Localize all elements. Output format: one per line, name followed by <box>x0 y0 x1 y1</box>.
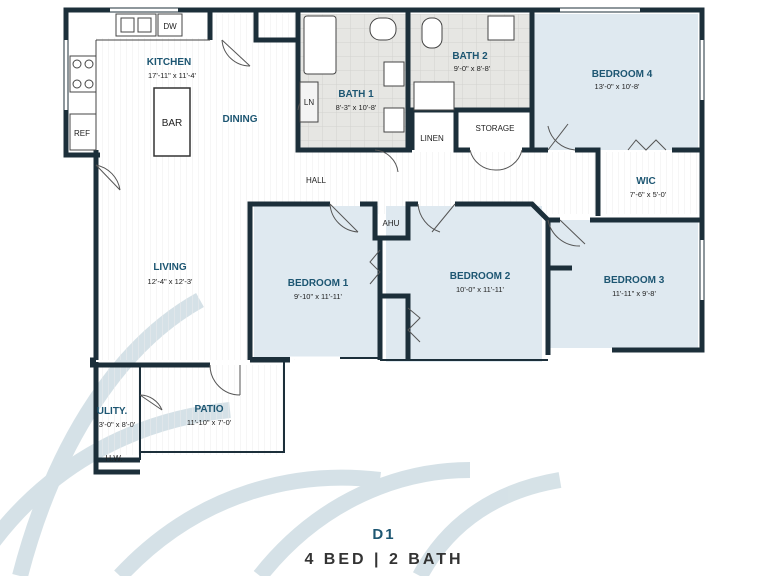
ln-label: LN <box>304 98 314 107</box>
closet-doors <box>369 139 667 343</box>
walls <box>63 7 705 475</box>
hw-label: H.W. <box>105 454 122 463</box>
dishwasher <box>157 13 183 37</box>
bedroom-1-dim: 9'-10" x 11'-11' <box>294 292 343 301</box>
unit-code: D1 <box>372 526 396 543</box>
kitchen-bar-island <box>153 87 191 157</box>
living-dim: 12'-4" x 12'-3' <box>148 277 193 286</box>
floor-areas <box>96 14 698 455</box>
bedroom-2-name: BEDROOM 2 <box>450 271 511 282</box>
bedroom-3-dim: 11'-11" x 9'-8' <box>612 289 656 298</box>
kitchen-fixtures <box>69 13 210 157</box>
unit-summary: 4 BED | 2 BATH <box>304 551 464 568</box>
bedroom-4-name: BEDROOM 4 <box>592 69 653 80</box>
kitchen-dim: 17'-11" x 11'-4' <box>148 71 197 80</box>
shower-bath-2 <box>413 81 455 111</box>
refrigerator <box>69 113 97 151</box>
wic-name: WIC <box>636 176 655 187</box>
kitchen-name: KITCHEN <box>147 57 191 68</box>
bath-2-name: BATH 2 <box>452 51 488 62</box>
room-labels: KITCHEN 17'-11" x 11'-4' BAR DINING LIVI… <box>97 51 667 429</box>
dw-label: DW <box>163 22 177 31</box>
utility-dim: 3'-0" x 8'-0' <box>99 420 136 429</box>
bath-fixtures <box>299 15 515 133</box>
bar-name: BAR <box>162 118 183 129</box>
patio-name: PATIO <box>194 404 223 415</box>
windows <box>64 8 704 360</box>
wic-dim: 7'-6" x 5'-0' <box>630 190 667 199</box>
door-swings <box>95 39 586 411</box>
ref-label: REF <box>74 129 90 138</box>
bath-1-dim: 8'-3" x 10'-8' <box>336 103 377 112</box>
bedroom-3-floor <box>546 220 698 348</box>
bedroom-3-name: BEDROOM 3 <box>604 275 665 286</box>
dining-name: DINING <box>223 114 258 125</box>
ahu-label: AHU <box>383 219 400 228</box>
thin-walls <box>139 357 548 460</box>
sink-bath-1-lower <box>383 107 405 133</box>
toilet-bath-2 <box>421 17 443 49</box>
bedroom-4-dim: 13'-0" x 10'-8' <box>595 82 640 91</box>
fixture-labels: DW REF LN LINEN STORAGE HALL AHU H.W. <box>74 22 514 463</box>
storage-label: STORAGE <box>476 124 515 133</box>
toilet-bath-1 <box>369 17 397 41</box>
bathtub <box>303 15 337 75</box>
linen-niche <box>299 81 319 123</box>
utility-name: ULITY. <box>97 406 128 417</box>
bedroom-4-floor <box>532 14 698 150</box>
living-name: LIVING <box>153 262 187 273</box>
bath-2-dim: 9'-0" x 8'-8' <box>454 64 491 73</box>
bath-1-name: BATH 1 <box>338 89 374 100</box>
bedroom-2-dim: 10'-0" x 11'-11' <box>456 285 505 294</box>
bedroom-1-name: BEDROOM 1 <box>288 278 349 289</box>
sink-bath-1-upper <box>383 61 405 87</box>
bedroom-2-floor <box>386 206 542 362</box>
linen-label: LINEN <box>420 134 444 143</box>
hall-label: HALL <box>306 176 327 185</box>
sink-bath-2 <box>487 15 515 41</box>
patio-dim: 11'-10" x 7'-0' <box>187 418 232 427</box>
